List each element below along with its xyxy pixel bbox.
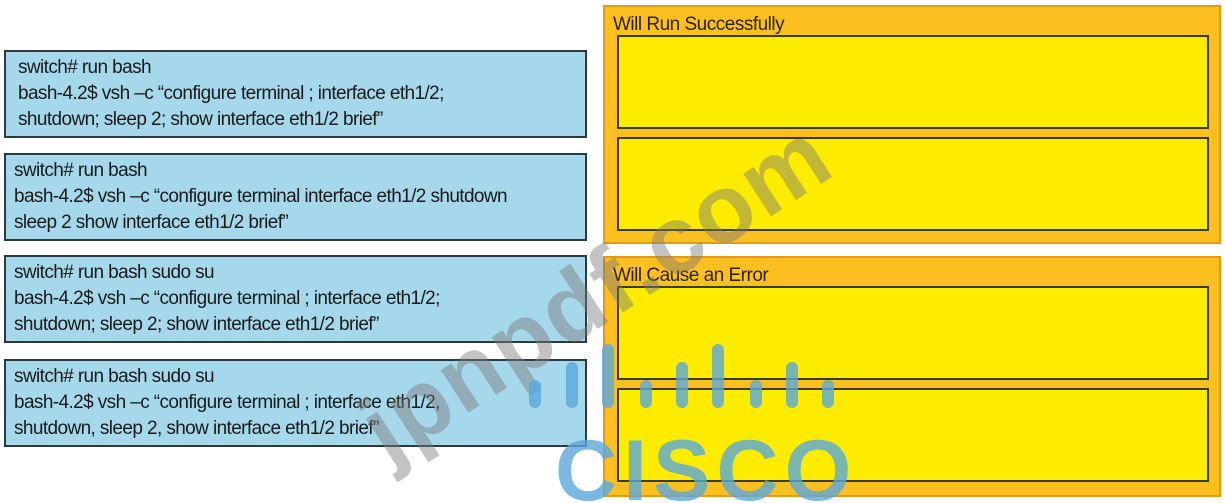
zone-run-successfully-title: Will Run Successfully — [613, 14, 785, 35]
drag-item-2[interactable]: switch# run bash bash-4.2$ vsh –c “confi… — [4, 153, 587, 241]
drag-item-2-line-2: bash-4.2$ vsh –c “configure terminal int… — [14, 186, 508, 207]
drag-item-4-line-1: switch# run bash sudo su — [14, 366, 215, 387]
drop-slot-error-2[interactable] — [617, 388, 1209, 482]
drag-item-4[interactable]: switch# run bash sudo su bash-4.2$ vsh –… — [4, 359, 587, 447]
drag-item-3-line-2: bash-4.2$ vsh –c “configure terminal ; i… — [14, 288, 440, 309]
drop-slot-success-2[interactable] — [617, 137, 1209, 231]
drag-item-2-line-3: sleep 2 show interface eth1/2 brief” — [14, 212, 289, 233]
drag-item-3-line-1: switch# run bash sudo su — [14, 262, 215, 283]
zone-cause-error-title: Will Cause an Error — [613, 265, 769, 286]
drag-item-1-line-2: bash-4.2$ vsh –c “configure terminal ; i… — [18, 83, 444, 104]
drop-slot-success-1[interactable] — [617, 35, 1209, 129]
drop-slot-error-1[interactable] — [617, 286, 1209, 380]
drag-item-4-line-3: shutdown, sleep 2, show interface eth1/2… — [14, 418, 379, 439]
drag-item-3[interactable]: switch# run bash sudo su bash-4.2$ vsh –… — [4, 255, 587, 343]
zone-cause-error: Will Cause an Error — [603, 256, 1221, 497]
drag-item-1-line-3: shutdown; sleep 2; show interface eth1/2… — [18, 109, 383, 130]
drag-item-2-line-1: switch# run bash — [14, 160, 148, 181]
drag-item-3-line-3: shutdown; sleep 2; show interface eth1/2… — [14, 314, 379, 335]
zone-run-successfully: Will Run Successfully — [603, 5, 1221, 244]
drag-item-4-line-2: bash-4.2$ vsh –c “configure terminal ; i… — [14, 392, 440, 413]
drag-item-1-line-1: switch# run bash — [18, 57, 152, 78]
drag-item-1[interactable]: switch# run bash bash-4.2$ vsh –c “confi… — [4, 50, 587, 138]
